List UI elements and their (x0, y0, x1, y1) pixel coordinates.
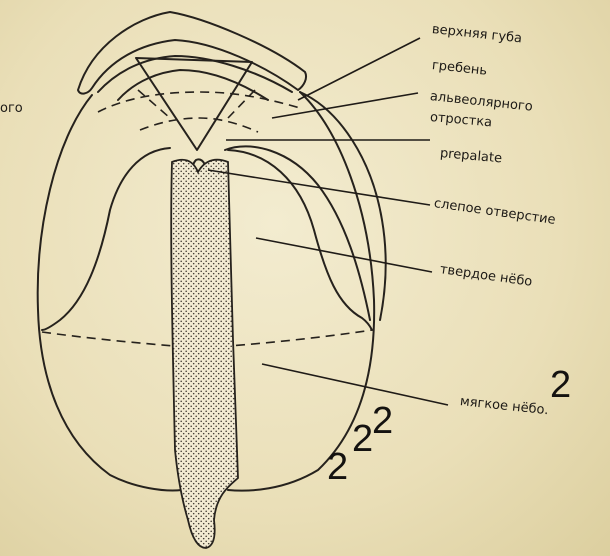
leader-blind-foramen (208, 170, 430, 205)
overlay-number-4: 2 (327, 448, 348, 486)
leader-upper-lip (298, 38, 420, 100)
overlay-number-2: 2 (372, 402, 393, 440)
palate-inner-contour-left (42, 148, 170, 330)
alveolar-ridge-outer (98, 56, 292, 92)
left-edge-label-fragment: ого (0, 101, 23, 116)
dashed-suture-prepalate (140, 118, 258, 132)
dashed-suture-upper (98, 92, 300, 112)
palate-outer-contour (38, 95, 182, 490)
leader-soft-palate (262, 364, 448, 405)
overlay-number-1: 2 (550, 366, 571, 404)
overlay-number-3: 2 (352, 420, 373, 458)
leader-hard-palate (256, 238, 432, 272)
